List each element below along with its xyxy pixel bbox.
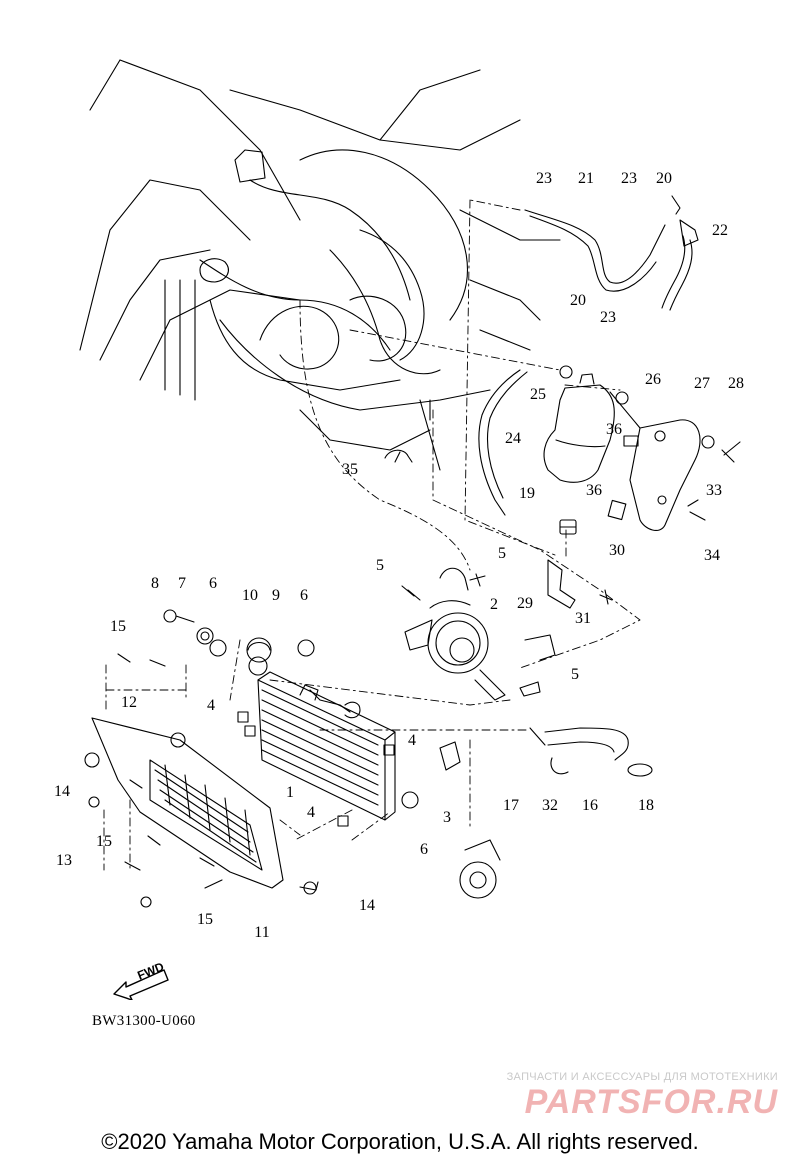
callout-9: 9 bbox=[272, 587, 280, 604]
callout-31: 31 bbox=[575, 610, 591, 627]
callout-32: 32 bbox=[542, 797, 558, 814]
callout-16: 16 bbox=[582, 797, 598, 814]
callout-15c: 15 bbox=[197, 911, 213, 928]
callout-7: 7 bbox=[178, 575, 186, 592]
callout-5b: 5 bbox=[498, 545, 506, 562]
callout-22: 22 bbox=[712, 222, 728, 239]
radiator bbox=[237, 637, 419, 827]
callout-15a: 15 bbox=[110, 618, 126, 635]
callout-21: 21 bbox=[578, 170, 594, 187]
callout-23a: 23 bbox=[536, 170, 552, 187]
callout-14a: 14 bbox=[54, 783, 70, 800]
callout-3: 3 bbox=[443, 809, 451, 826]
callout-20b: 20 bbox=[570, 292, 586, 309]
watermark-brand: PARTSFOR.RU bbox=[524, 1083, 778, 1121]
lower-radiator-hose bbox=[529, 727, 653, 777]
callout-36b: 36 bbox=[586, 482, 602, 499]
coolant-reservoir-tank bbox=[543, 365, 615, 535]
side-bracket bbox=[607, 391, 741, 531]
radiator-guard bbox=[84, 717, 319, 908]
callout-5c: 5 bbox=[571, 666, 579, 683]
callout-33: 33 bbox=[706, 482, 722, 499]
callout-18: 18 bbox=[638, 797, 654, 814]
horn-assembly bbox=[439, 741, 501, 899]
callout-8: 8 bbox=[151, 575, 159, 592]
callout-4c: 4 bbox=[307, 804, 315, 821]
fan-motor-assembly bbox=[401, 559, 613, 701]
hose-clamp bbox=[384, 449, 413, 463]
callout-4b: 4 bbox=[408, 732, 416, 749]
callout-2: 2 bbox=[490, 596, 498, 613]
callout-35: 35 bbox=[342, 461, 358, 478]
callout-13: 13 bbox=[56, 852, 72, 869]
callout-27: 27 bbox=[694, 375, 710, 392]
callout-5a: 5 bbox=[376, 557, 384, 574]
callout-6c: 6 bbox=[420, 841, 428, 858]
callout-29: 29 bbox=[517, 595, 533, 612]
watermark-tagline: ЗАПЧАСТИ И АКСЕССУАРЫ ДЛЯ МОТОТЕХНИКИ bbox=[506, 1071, 778, 1083]
callout-36a: 36 bbox=[606, 421, 622, 438]
callout-28: 28 bbox=[728, 375, 744, 392]
overflow-hoses bbox=[478, 195, 699, 516]
callout-6b: 6 bbox=[300, 587, 308, 604]
callout-19: 19 bbox=[519, 485, 535, 502]
callout-1: 1 bbox=[286, 784, 294, 801]
callout-26: 26 bbox=[645, 371, 661, 388]
callout-25: 25 bbox=[530, 386, 546, 403]
mount-hardware bbox=[117, 609, 315, 889]
callout-10: 10 bbox=[242, 587, 258, 604]
callout-34: 34 bbox=[704, 547, 720, 564]
callout-14b: 14 bbox=[359, 897, 375, 914]
callout-24: 24 bbox=[505, 430, 521, 447]
callout-4a: 4 bbox=[207, 697, 215, 714]
callout-23c: 23 bbox=[600, 309, 616, 326]
callout-30: 30 bbox=[609, 542, 625, 559]
callout-11: 11 bbox=[254, 924, 270, 941]
frame-engine-outline bbox=[79, 59, 561, 471]
callout-12: 12 bbox=[121, 694, 137, 711]
callout-17: 17 bbox=[503, 797, 519, 814]
callout-15b: 15 bbox=[96, 833, 112, 850]
callout-6a: 6 bbox=[209, 575, 217, 592]
diagram-code: BW31300-U060 bbox=[92, 1013, 196, 1029]
callout-20a: 20 bbox=[656, 170, 672, 187]
copyright-notice: ©2020 Yamaha Motor Corporation, U.S.A. A… bbox=[101, 1129, 699, 1154]
forward-arrow-icon bbox=[113, 969, 169, 1000]
callout-23b: 23 bbox=[621, 170, 637, 187]
